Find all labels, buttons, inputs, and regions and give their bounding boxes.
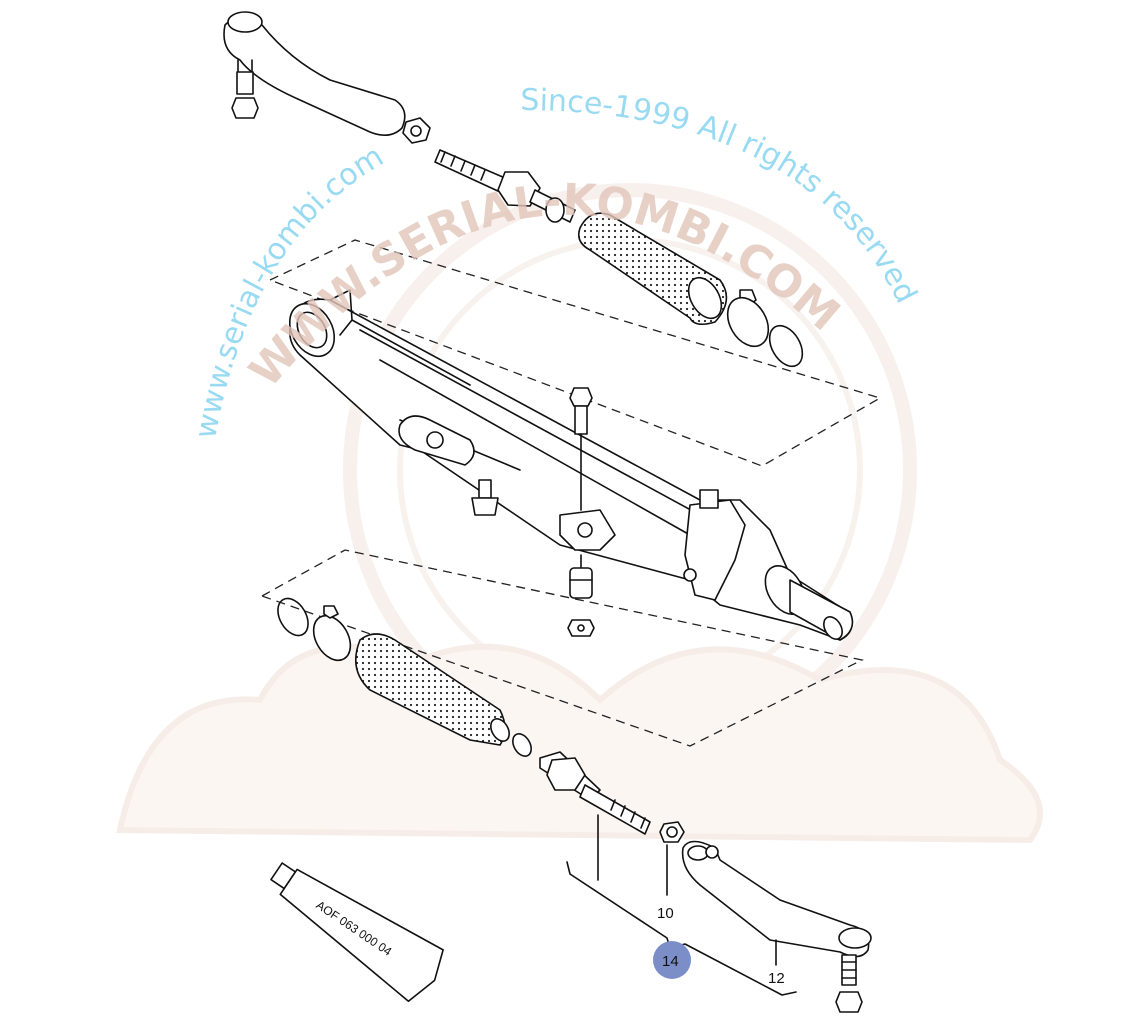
upper-rubber-boot — [577, 212, 804, 368]
steering-rack-housing — [288, 289, 854, 641]
lower-tie-rod-end — [681, 840, 872, 1013]
upper-inner-tie-rod — [434, 149, 576, 223]
clip-fastener — [471, 479, 499, 516]
upper-nut — [402, 117, 431, 144]
lower-rubber-boot — [354, 633, 532, 757]
callout-14[interactable]: 14 — [662, 953, 679, 970]
mounting-bolt — [569, 387, 593, 511]
lower-boot-group-box — [260, 549, 864, 747]
mount-bushing-and-nut — [567, 554, 595, 637]
watermark-emblem — [116, 183, 1043, 844]
callout-10[interactable]: 10 — [657, 905, 674, 922]
callout-14-highlight[interactable] — [653, 941, 691, 979]
grease-tube: AOF 063 000 04 — [270, 862, 444, 1003]
callout-12[interactable]: 12 — [768, 970, 785, 987]
lower-inner-tie-rod — [539, 751, 685, 843]
lower-clamps — [277, 597, 352, 662]
upper-tie-rod-end — [223, 11, 406, 136]
upper-boot-group-box — [268, 239, 882, 467]
